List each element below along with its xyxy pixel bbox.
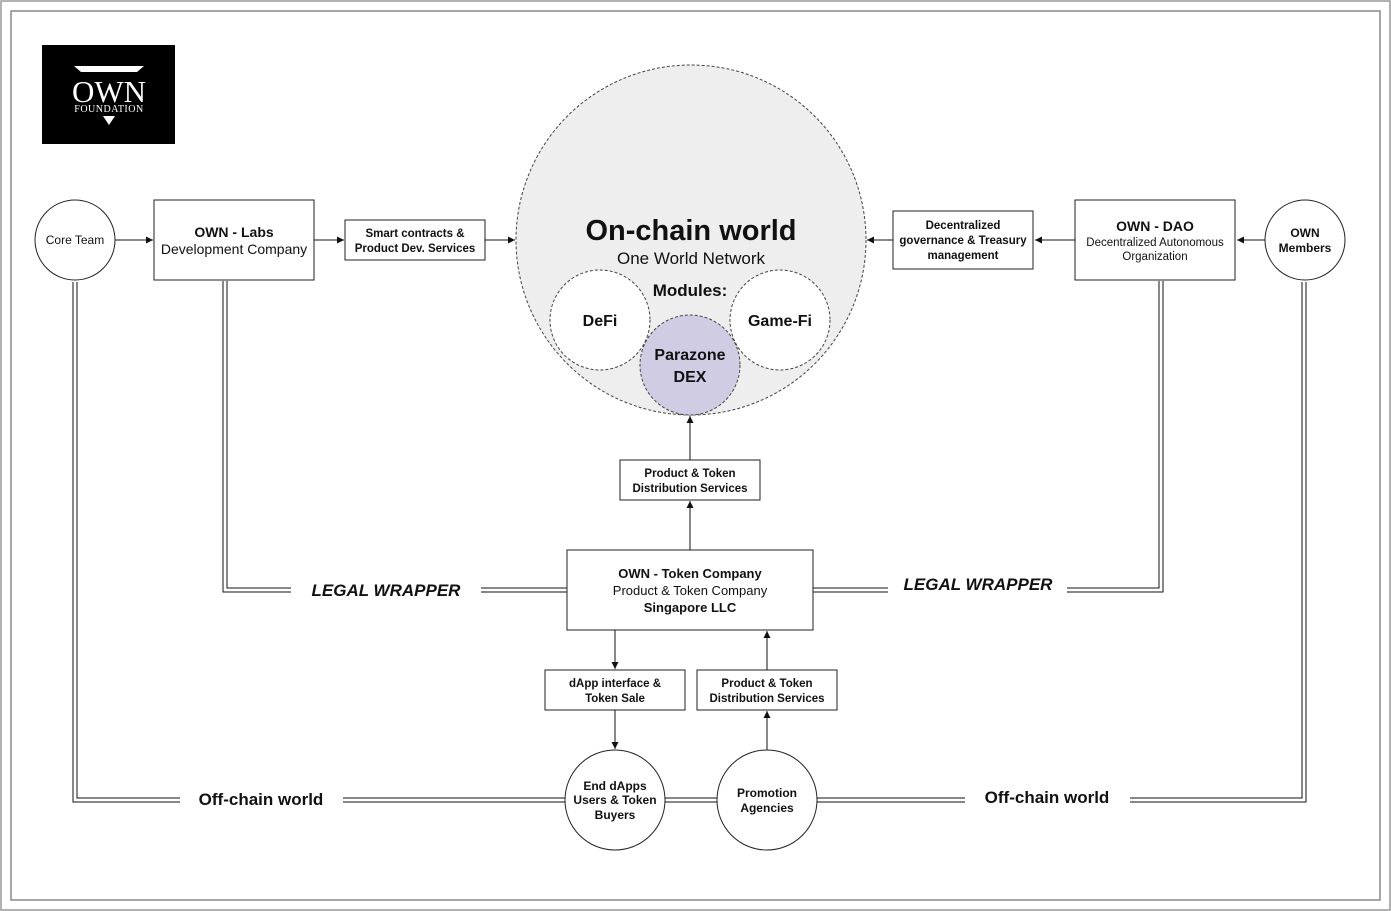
dao-subtitle-line1: Decentralized Autonomous (1086, 237, 1224, 249)
offchain-right-connector (1130, 282, 1307, 803)
promo-line1: Promotion (737, 786, 797, 800)
users-line2: Users & Token (573, 793, 656, 807)
smart-contracts-box: Smart contracts & Product Dev. Services (344, 219, 486, 261)
core-team-node: Core Team (34, 199, 116, 281)
dapp-line1: dApp interface & (569, 678, 661, 690)
services-line2: Product Dev. Services (355, 243, 476, 255)
offchain-center-connector (664, 797, 718, 803)
own-labs-box: OWN - Labs Development Company (153, 199, 315, 281)
defi-label: DeFi (583, 313, 618, 330)
dist-bottom-line1: Product & Token (721, 678, 812, 690)
dapp-line2: Token Sale (585, 693, 645, 705)
dao-subtitle-line2: Organization (1122, 251, 1187, 263)
gamefi-label: Game-Fi (748, 313, 812, 330)
inner-frame (10, 10, 1381, 901)
distribution-bottom-box: Product & Token Distribution Services (696, 669, 838, 711)
own-token-company-box: OWN - Token Company Product & Token Comp… (566, 549, 814, 631)
offchain-left-connector (72, 282, 180, 803)
labs-title: OWN - Labs (194, 224, 274, 240)
modules-label: Modules: (653, 281, 728, 300)
dist-top-line2: Distribution Services (632, 483, 747, 495)
dex-label-line1: Parazone (654, 347, 725, 364)
dao-title: OWN - DAO (1116, 218, 1194, 234)
labs-subtitle: Development Company (161, 241, 307, 257)
onchain-world: On-chain world One World Network Modules… (515, 64, 867, 416)
offchain-center-left-connector (343, 797, 566, 803)
promotion-agencies-node: Promotion Agencies (716, 749, 818, 851)
legal-left-connector (222, 281, 567, 593)
members-line2: Members (1279, 241, 1332, 255)
legal-right-connector (813, 281, 1164, 593)
gov-line3: management (928, 250, 999, 262)
parazone-dex-module (639, 314, 741, 416)
logo-wordmark: OWN (72, 74, 146, 109)
gov-line1: Decentralized (926, 220, 1001, 232)
dex-label-line2: DEX (674, 369, 707, 386)
legal-wrapper-right-label: LEGAL WRAPPER (904, 575, 1054, 594)
legal-wrapper-left-label: LEGAL WRAPPER (312, 581, 462, 600)
onchain-subtitle: One World Network (617, 249, 766, 268)
dist-bottom-line2: Distribution Services (709, 693, 824, 705)
token-location: Singapore LLC (644, 600, 737, 615)
users-line1: End dApps (583, 779, 647, 793)
own-dao-box: OWN - DAO Decentralized Autonomous Organ… (1074, 199, 1236, 281)
token-subtitle: Product & Token Company (613, 583, 768, 598)
gov-line2: governance & Treasury (899, 235, 1027, 247)
dist-top-line1: Product & Token (644, 468, 735, 480)
dapp-interface-box: dApp interface & Token Sale (544, 669, 686, 711)
defi-module (549, 269, 651, 371)
token-title: OWN - Token Company (618, 566, 762, 581)
core-team-label: Core Team (46, 233, 104, 247)
offchain-right-label: Off-chain world (985, 788, 1110, 807)
gamefi-module (729, 269, 831, 371)
logo-foundation-text: FOUNDATION (74, 104, 143, 115)
end-users-node: End dApps Users & Token Buyers (564, 749, 666, 851)
own-foundation-logo: OWN FOUNDATION (42, 45, 175, 144)
promo-line2: Agencies (740, 801, 794, 815)
distribution-top-box: Product & Token Distribution Services (619, 459, 761, 501)
own-members-node: OWN Members (1264, 199, 1346, 281)
services-line1: Smart contracts & (365, 228, 464, 240)
users-line3: Buyers (595, 808, 636, 822)
members-line1: OWN (1290, 226, 1319, 240)
governance-box: Decentralized governance & Treasury mana… (892, 210, 1034, 270)
onchain-title: On-chain world (585, 215, 796, 247)
offchain-left-label: Off-chain world (199, 790, 324, 809)
offchain-center-right-connector (816, 797, 965, 803)
